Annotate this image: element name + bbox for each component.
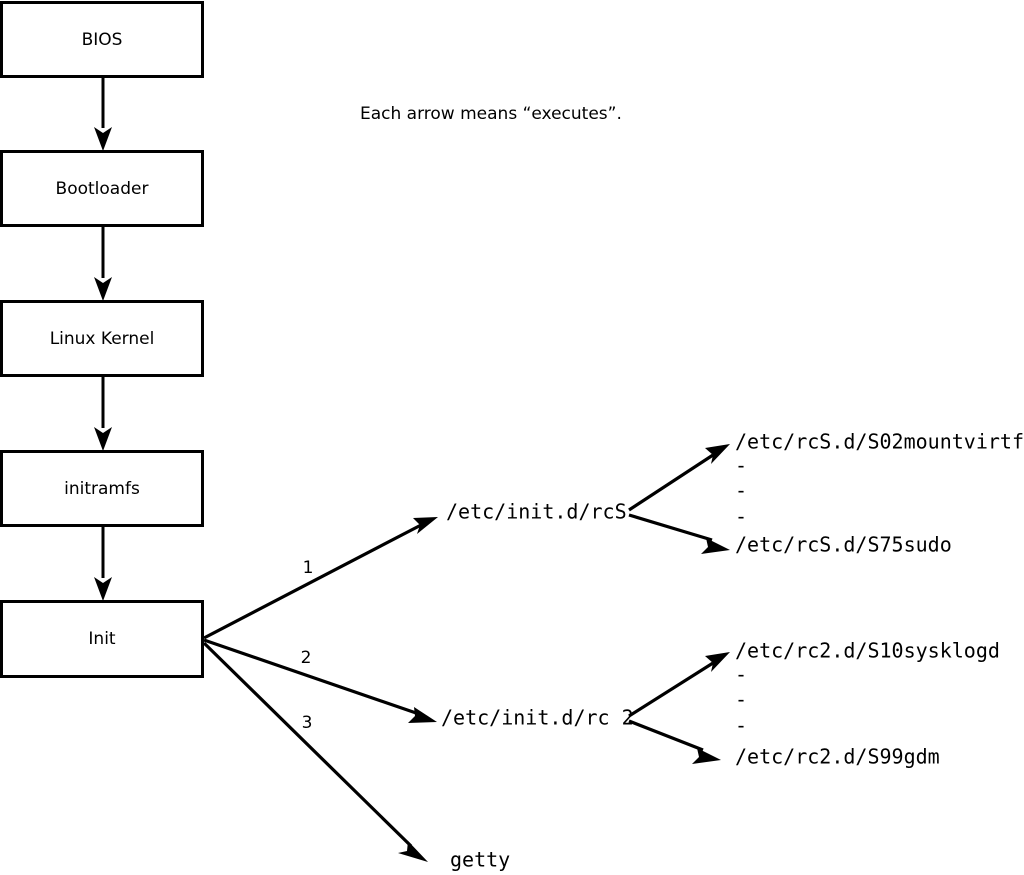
node-initramfs-rect [0, 450, 204, 527]
label-etc-init-d-rc2[interactable]: /etc/init.d/rc 2 [441, 706, 634, 730]
node-linux-kernel-label: Linux Kernel [50, 329, 155, 349]
arrow-initramfs-to-init [94, 526, 112, 601]
branch-number-3: 3 [302, 713, 313, 733]
arrow-rcs-to-first-script [628, 444, 730, 512]
arrow-bios-to-bootloader [94, 77, 112, 151]
node-linux-kernel[interactable]: Linux Kernel [0, 300, 204, 377]
branch-number-2: 2 [301, 648, 312, 668]
label-rc2-last-script[interactable]: /etc/rc2.d/S99gdm [735, 745, 940, 769]
arrow-rc2-to-last-script [628, 719, 721, 764]
node-bios-rect [0, 1, 204, 78]
node-initramfs[interactable]: initramfs [0, 450, 204, 527]
node-bios-label: BIOS [82, 30, 123, 50]
diagram-caption: Each arrow means “executes”. [360, 104, 622, 124]
arrow-kernel-to-initramfs [94, 376, 112, 451]
branch-number-1: 1 [303, 558, 314, 578]
label-rcs-first-script[interactable]: /etc/rcS.d/S02mountvirtfs [735, 430, 1024, 454]
arrow-init-branch-1 [203, 517, 438, 640]
node-initramfs-label: initramfs [64, 479, 140, 499]
arrow-rc2-to-first-script [628, 652, 730, 718]
node-bootloader-rect [0, 150, 204, 227]
node-linux-kernel-rect [0, 300, 204, 377]
node-init[interactable]: Init [0, 600, 204, 678]
node-init-label: Init [88, 629, 116, 649]
label-rc2-first-script[interactable]: /etc/rc2.d/S10sysklogd [735, 639, 1000, 663]
label-etc-init-d-rcs[interactable]: /etc/init.d/rcS [446, 500, 627, 524]
node-bootloader[interactable]: Bootloader [0, 150, 204, 227]
rcs-ellipsis-dash-1: - [735, 454, 747, 478]
arrow-rcs-to-last-script [628, 513, 730, 554]
arrow-init-branch-2 [203, 638, 437, 723]
rc2-ellipsis-dash-1: - [735, 663, 747, 687]
arrow-bootloader-to-kernel [94, 226, 112, 301]
label-getty[interactable]: getty [450, 848, 510, 872]
rcs-ellipsis-dash-3: - [735, 505, 747, 529]
rc2-ellipsis-dash-2: - [735, 688, 747, 712]
node-bios[interactable]: BIOS [0, 1, 204, 78]
node-init-rect [0, 600, 204, 678]
arrow-init-branch-3 [202, 641, 428, 862]
node-bootloader-label: Bootloader [56, 179, 149, 199]
label-rcs-last-script[interactable]: /etc/rcS.d/S75sudo [735, 533, 952, 557]
rc2-ellipsis-dash-3: - [735, 714, 747, 738]
rcs-ellipsis-dash-2: - [735, 479, 747, 503]
